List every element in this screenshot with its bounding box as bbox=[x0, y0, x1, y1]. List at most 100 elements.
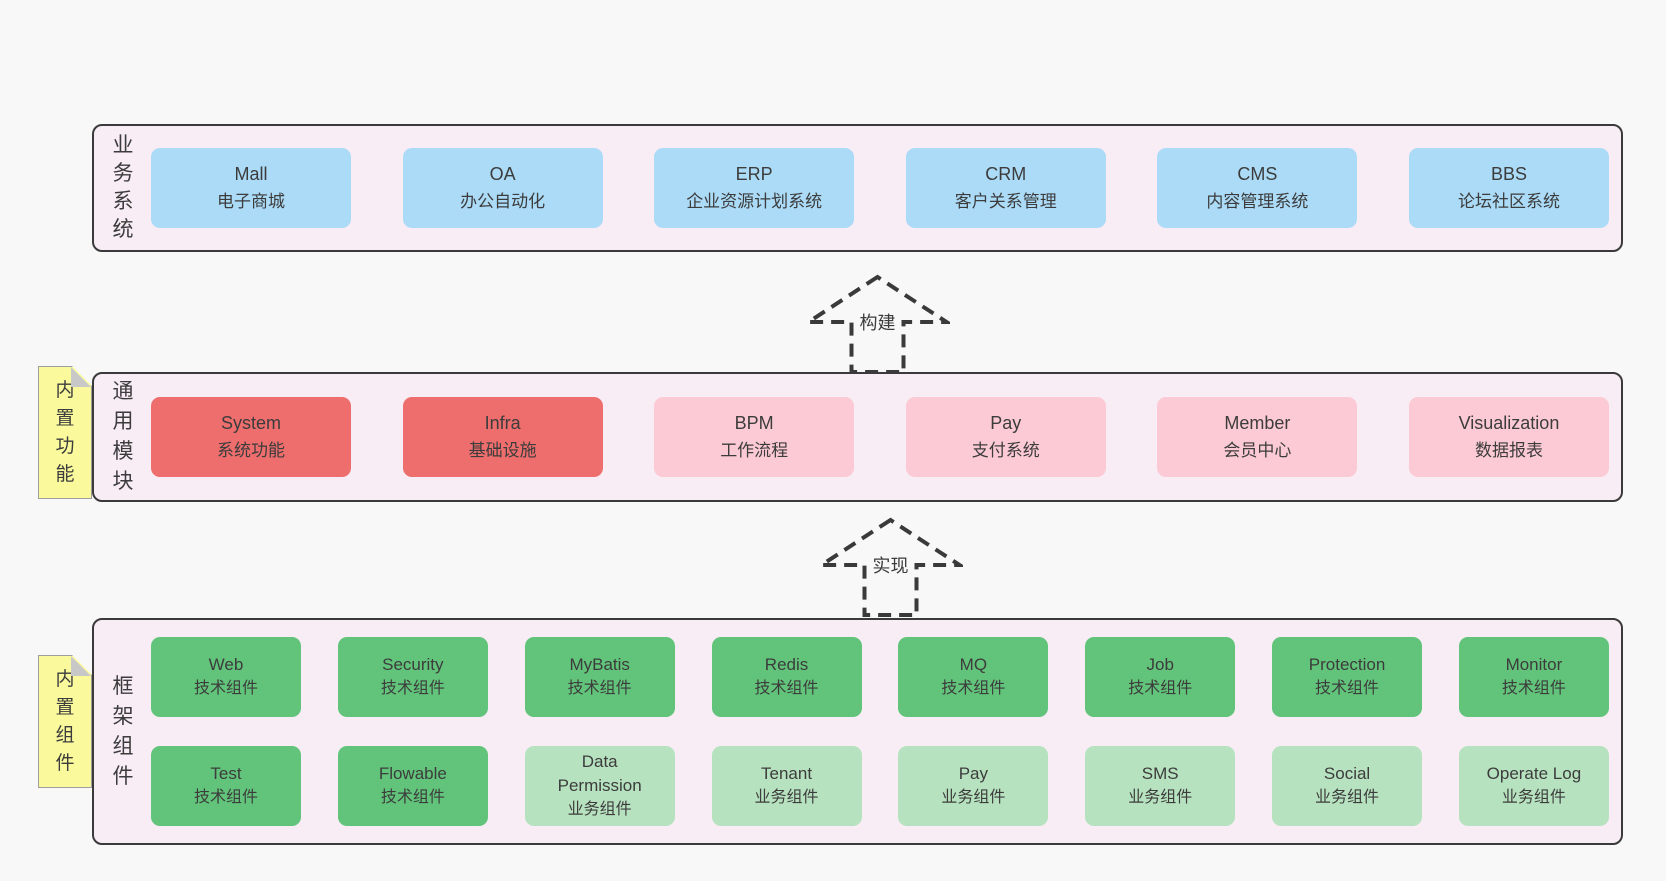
folded-corner-icon bbox=[71, 656, 91, 676]
node-subtitle: 业务组件 bbox=[567, 801, 632, 818]
layer-business-systems: 业务系统 Mall 电子商城 OA 办公自动化 ERP 企业资源计划系统 CRM… bbox=[92, 124, 1623, 252]
node-title: BBS bbox=[1490, 164, 1527, 184]
node-sms: SMS 业务组件 bbox=[1085, 746, 1236, 826]
node-title: Mall bbox=[234, 164, 268, 184]
node-infra: Infra 基础设施 bbox=[402, 397, 603, 477]
node-bpm: BPM 工作流程 bbox=[654, 397, 855, 477]
node-subtitle: 会员中心 bbox=[1223, 441, 1292, 460]
node-subtitle: 企业资源计划系统 bbox=[686, 192, 823, 211]
up-arrow-icon bbox=[818, 517, 963, 617]
node-erp: ERP 企业资源计划系统 bbox=[654, 148, 855, 228]
note-builtin-components: 内置组件 bbox=[38, 655, 92, 788]
node-flowable: Flowable 技术组件 bbox=[337, 746, 488, 826]
node-member: Member 会员中心 bbox=[1157, 397, 1358, 477]
node-subtitle: 基础设施 bbox=[468, 441, 537, 460]
node-title: Social bbox=[1323, 764, 1371, 783]
node-subtitle: 业务组件 bbox=[1128, 789, 1193, 806]
node-mq: MQ 技术组件 bbox=[898, 637, 1049, 717]
node-subtitle: 业务组件 bbox=[941, 789, 1006, 806]
node-crm: CRM 客户关系管理 bbox=[905, 148, 1106, 228]
node-title: SMS bbox=[1141, 764, 1179, 783]
node-pay: Pay 支付系统 bbox=[905, 397, 1106, 477]
node-title: Pay bbox=[958, 764, 989, 783]
node-oa: OA 办公自动化 bbox=[402, 148, 603, 228]
node-title: OA bbox=[489, 164, 516, 184]
node-subtitle: 技术组件 bbox=[1315, 680, 1380, 697]
node-subtitle: 技术组件 bbox=[380, 680, 445, 697]
node-title: Data Permission bbox=[557, 752, 642, 795]
node-pay-biz: Pay 业务组件 bbox=[898, 746, 1049, 826]
node-job: Job 技术组件 bbox=[1085, 637, 1236, 717]
layer-label-business: 业务系统 bbox=[112, 134, 134, 241]
node-subtitle: 技术组件 bbox=[1128, 680, 1193, 697]
layer-label-components: 框架组件 bbox=[112, 674, 134, 788]
node-title: Redis bbox=[764, 655, 809, 674]
node-subtitle: 技术组件 bbox=[193, 789, 258, 806]
layer-label-modules: 通用模块 bbox=[112, 380, 134, 493]
node-title: Test bbox=[210, 764, 242, 783]
node-title: CMS bbox=[1237, 164, 1278, 184]
node-title: Visualization bbox=[1458, 413, 1560, 433]
node-social: Social 业务组件 bbox=[1272, 746, 1423, 826]
node-title: MQ bbox=[959, 655, 988, 674]
layer-common-modules: 通用模块 System 系统功能 Infra 基础设施 BPM 工作流程 Pay… bbox=[92, 372, 1623, 502]
node-security: Security 技术组件 bbox=[337, 637, 488, 717]
node-title: Job bbox=[1146, 655, 1174, 674]
arrow-implement: 实现 bbox=[818, 517, 963, 618]
components-grid: Web 技术组件 Security 技术组件 MyBatis 技术组件 Redi… bbox=[136, 637, 1621, 826]
node-title: Operate Log bbox=[1486, 764, 1582, 783]
node-subtitle: 技术组件 bbox=[941, 680, 1006, 697]
node-subtitle: 业务组件 bbox=[1501, 789, 1566, 806]
layer-framework-components: 框架组件 Web 技术组件 Security 技术组件 MyBatis 技术组件… bbox=[92, 618, 1623, 845]
node-subtitle: 工作流程 bbox=[720, 441, 789, 460]
node-title: ERP bbox=[735, 164, 773, 184]
note-builtin-components-text: 内置组件 bbox=[55, 668, 75, 774]
node-cms: CMS 内容管理系统 bbox=[1157, 148, 1358, 228]
node-subtitle: 系统功能 bbox=[217, 441, 285, 460]
node-visualization: Visualization 数据报表 bbox=[1408, 397, 1609, 477]
node-subtitle: 支付系统 bbox=[971, 441, 1040, 460]
node-title: CRM bbox=[985, 164, 1027, 184]
node-subtitle: 办公自动化 bbox=[460, 192, 546, 211]
node-data-permission: Data Permission 业务组件 bbox=[524, 746, 675, 826]
node-subtitle: 内容管理系统 bbox=[1206, 192, 1309, 211]
modules-row: System 系统功能 Infra 基础设施 BPM 工作流程 Pay 支付系统… bbox=[136, 397, 1621, 477]
node-subtitle: 技术组件 bbox=[754, 680, 819, 697]
folded-corner-icon bbox=[71, 367, 91, 387]
node-title: MyBatis bbox=[569, 655, 630, 674]
arrow-label: 实现 bbox=[869, 551, 912, 579]
arrow-label: 构建 bbox=[856, 308, 899, 336]
node-subtitle: 技术组件 bbox=[567, 680, 632, 697]
node-subtitle: 业务组件 bbox=[754, 789, 819, 806]
node-title: Pay bbox=[990, 413, 1022, 433]
node-title: Security bbox=[382, 655, 444, 674]
node-subtitle: 论坛社区系统 bbox=[1457, 192, 1560, 211]
node-title: Tenant bbox=[761, 764, 813, 783]
components-row-1: Web 技术组件 Security 技术组件 MyBatis 技术组件 Redi… bbox=[151, 637, 1609, 717]
node-redis: Redis 技术组件 bbox=[711, 637, 862, 717]
node-test: Test 技术组件 bbox=[151, 746, 301, 826]
node-title: Member bbox=[1224, 413, 1291, 433]
node-mall: Mall 电子商城 bbox=[151, 148, 351, 228]
node-subtitle: 技术组件 bbox=[193, 680, 258, 697]
node-subtitle: 业务组件 bbox=[1315, 789, 1380, 806]
arrow-build: 构建 bbox=[805, 274, 950, 375]
node-title: System bbox=[220, 413, 281, 433]
node-title: Flowable bbox=[378, 764, 447, 783]
node-web: Web 技术组件 bbox=[151, 637, 301, 717]
node-title: Web bbox=[208, 655, 244, 674]
node-subtitle: 技术组件 bbox=[380, 789, 445, 806]
node-system: System 系统功能 bbox=[151, 397, 351, 477]
node-title: Monitor bbox=[1505, 655, 1563, 674]
node-operate-log: Operate Log 业务组件 bbox=[1458, 746, 1609, 826]
node-protection: Protection 技术组件 bbox=[1272, 637, 1423, 717]
business-row: Mall 电子商城 OA 办公自动化 ERP 企业资源计划系统 CRM 客户关系… bbox=[136, 148, 1621, 228]
node-subtitle: 客户关系管理 bbox=[954, 192, 1057, 211]
node-title: Protection bbox=[1308, 655, 1386, 674]
note-builtin-features: 内置功能 bbox=[38, 366, 92, 499]
node-bbs: BBS 论坛社区系统 bbox=[1408, 148, 1609, 228]
node-title: Infra bbox=[484, 413, 521, 433]
note-builtin-features-text: 内置功能 bbox=[55, 379, 75, 485]
node-tenant: Tenant 业务组件 bbox=[711, 746, 862, 826]
